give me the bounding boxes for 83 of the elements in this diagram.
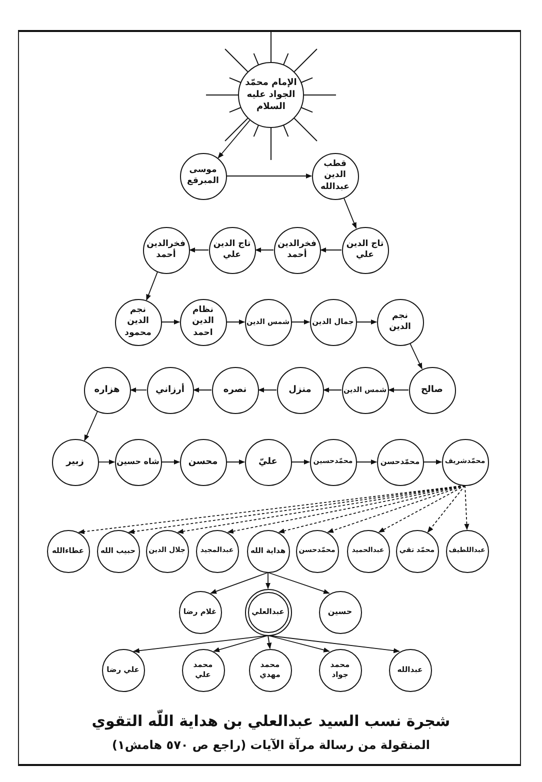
arrow: [98, 459, 116, 465]
person-circle: [102, 648, 144, 692]
arrow: [226, 319, 246, 325]
arrow: [356, 319, 378, 325]
person-circle: [180, 152, 226, 200]
arrow: [254, 247, 274, 253]
person-circle: [346, 530, 390, 572]
arrow: [161, 459, 180, 465]
diagram-caption: المنقولة من رسالة مرآة الآيات (راجع ص ٥٧٠ هامش١): [111, 738, 431, 752]
arrow: [210, 572, 268, 594]
person-circle: [342, 226, 388, 274]
person-circle: [52, 438, 98, 486]
person-name: عليّ: [258, 456, 278, 468]
person-name: منزل: [288, 384, 312, 396]
arrow: [130, 387, 147, 393]
person-name: زبير: [66, 456, 84, 468]
person-name: تاج الدين علي: [212, 238, 252, 262]
diagram-title: شجرة نسب السيد عبدالعلي بن هداية اللّه التقوي: [30, 712, 512, 730]
arrow: [343, 197, 357, 229]
person-name: نجم الدين: [388, 310, 412, 334]
person-circle: [318, 648, 362, 692]
person-circle: [408, 366, 456, 414]
person-name: صالح: [421, 384, 443, 396]
arrow: [356, 459, 378, 465]
person-name: أرزاني: [155, 384, 185, 396]
person-circle: [178, 590, 222, 634]
arrow: [188, 247, 209, 253]
person-name: تاج الدين علي: [345, 238, 385, 262]
person-name: هزاره: [94, 384, 120, 396]
person-circle: [196, 530, 238, 572]
arrow: [291, 459, 310, 465]
person-circle: [376, 438, 424, 486]
person-circle: [96, 530, 140, 572]
arrow: [265, 572, 271, 590]
person-name: الإمام محمّد الجواد عليه السلام: [244, 76, 298, 114]
arrow: [266, 635, 272, 650]
person-circle: [238, 62, 304, 128]
arrow: [427, 485, 466, 533]
arrow: [378, 485, 466, 533]
person-name: نظام الدين احمد: [191, 304, 215, 340]
person-name: موسى المبرقع: [186, 164, 220, 188]
arrow: [268, 635, 330, 652]
person-circle: [244, 438, 292, 486]
person-circle: [146, 530, 188, 572]
arrow: [258, 387, 277, 393]
person-circle: [244, 298, 292, 346]
arrow: [291, 319, 310, 325]
arrow: [161, 319, 180, 325]
person-name: نصره: [223, 384, 247, 396]
arrow: [322, 387, 342, 393]
person-circle: [396, 530, 438, 572]
arrow: [268, 572, 330, 594]
person-circle: [376, 298, 424, 346]
arrow: [464, 485, 470, 530]
person-circle: [46, 530, 90, 572]
arrow: [84, 411, 98, 442]
person-circle: [114, 298, 162, 346]
arrow: [268, 635, 400, 654]
person-name: محسن: [188, 456, 218, 468]
person-circle: [446, 530, 488, 572]
highlighted-person-circle: [244, 588, 292, 636]
arrow: [213, 635, 268, 652]
person-name: حسين: [328, 606, 352, 618]
arrow: [320, 247, 342, 253]
arrow: [410, 342, 422, 370]
arrow: [423, 459, 442, 465]
person-name: نجم الدين محمود: [124, 304, 152, 340]
arrow: [146, 271, 158, 301]
arrow: [388, 387, 409, 393]
person-circle: [296, 530, 338, 572]
arrow: [226, 459, 246, 465]
person-name: فخرالدين أحمد: [146, 238, 186, 262]
person-circle: [246, 530, 290, 572]
person-name: شاه حسين: [116, 456, 160, 468]
person-name: قطب الدين عبدالله: [320, 158, 350, 194]
arrow: [192, 387, 212, 393]
arrow: [226, 173, 312, 179]
person-circle: [182, 648, 224, 692]
arrow: [218, 120, 250, 158]
person-circle: [318, 590, 362, 634]
person-circle: [388, 648, 432, 692]
person-circle: [248, 648, 292, 692]
person-name: فخرالدين أحمد: [277, 238, 317, 262]
